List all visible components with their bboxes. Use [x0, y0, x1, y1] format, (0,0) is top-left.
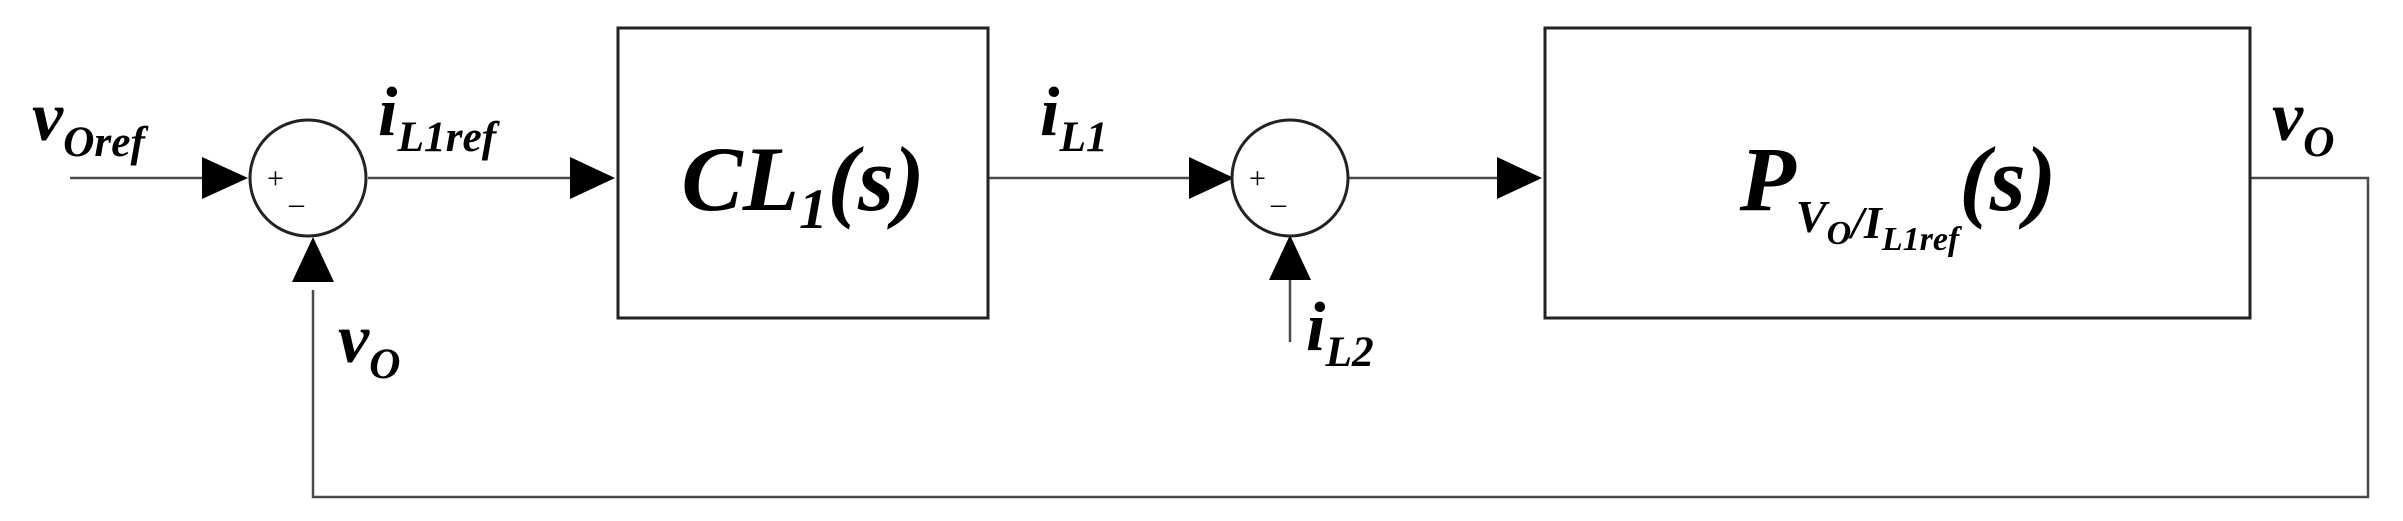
controller-label-main: CL: [681, 128, 799, 230]
label-il2-sub: L2: [1324, 328, 1373, 376]
arrowhead-il2-into-sum2: [1269, 235, 1311, 280]
label-vo-output-main: v: [2272, 79, 2304, 156]
label-vo-output: vO: [2272, 79, 2334, 166]
controller-label-arg: (s): [828, 128, 925, 230]
plant-label-sub-b: O: [1827, 215, 1852, 252]
summing-junction-2: + –: [1230, 118, 1350, 238]
summing-junction-1: + –: [248, 118, 368, 238]
controller-label-sub: 1: [799, 178, 828, 241]
plant-label-sub-d: L1ref: [1881, 221, 1963, 258]
label-vo-ref: vOref: [32, 79, 150, 166]
plant-label-sub-c: I: [1863, 197, 1884, 248]
label-il2: iL2: [1306, 289, 1374, 376]
label-il2-main: i: [1306, 289, 1326, 366]
arrowhead-into-plant: [1497, 157, 1542, 199]
arrowhead-feedback-into-sum1: [292, 237, 334, 282]
arrowhead-into-sum2: [1189, 157, 1234, 199]
label-vo-ref-sub: Oref: [63, 118, 149, 166]
plant-label-arg: (s): [1959, 128, 2056, 230]
plant-label-sub-slash: /: [1848, 197, 1868, 248]
controller-block: CL1(s): [616, 26, 990, 320]
label-il1-ref-main: i: [378, 74, 398, 151]
plant-block: PVO/IL1ref(s): [1543, 26, 2252, 320]
label-vo-feedback-main: v: [338, 301, 370, 378]
label-vo-feedback-sub: O: [369, 340, 400, 388]
label-vo-output-sub: O: [2303, 118, 2334, 166]
arrowheads: [202, 157, 1542, 282]
label-il1-ref-sub: L1ref: [396, 113, 500, 161]
arrowhead-into-sum1: [202, 157, 248, 199]
sum1-plus-sign: +: [267, 162, 284, 195]
controller-label: CL1(s): [681, 128, 924, 241]
plant-label: PVO/IL1ref(s): [1739, 128, 2057, 258]
label-il1: iL1: [1040, 74, 1108, 161]
label-il1-main: i: [1040, 74, 1060, 151]
label-vo-ref-main: v: [32, 79, 64, 156]
plant-label-sub-a: V: [1796, 191, 1830, 242]
label-vo-feedback: vO: [338, 301, 400, 388]
arrowhead-into-controller: [570, 157, 615, 199]
sum2-plus-sign: +: [1249, 162, 1266, 195]
label-il1-sub: L1: [1058, 113, 1107, 161]
label-il1-ref: iL1ref: [378, 74, 501, 161]
sum1-minus-sign: –: [288, 187, 305, 220]
sum2-minus-sign: –: [1270, 187, 1287, 220]
wire-feedback-path: [311, 176, 2370, 499]
plant-label-main: P: [1739, 128, 1797, 230]
